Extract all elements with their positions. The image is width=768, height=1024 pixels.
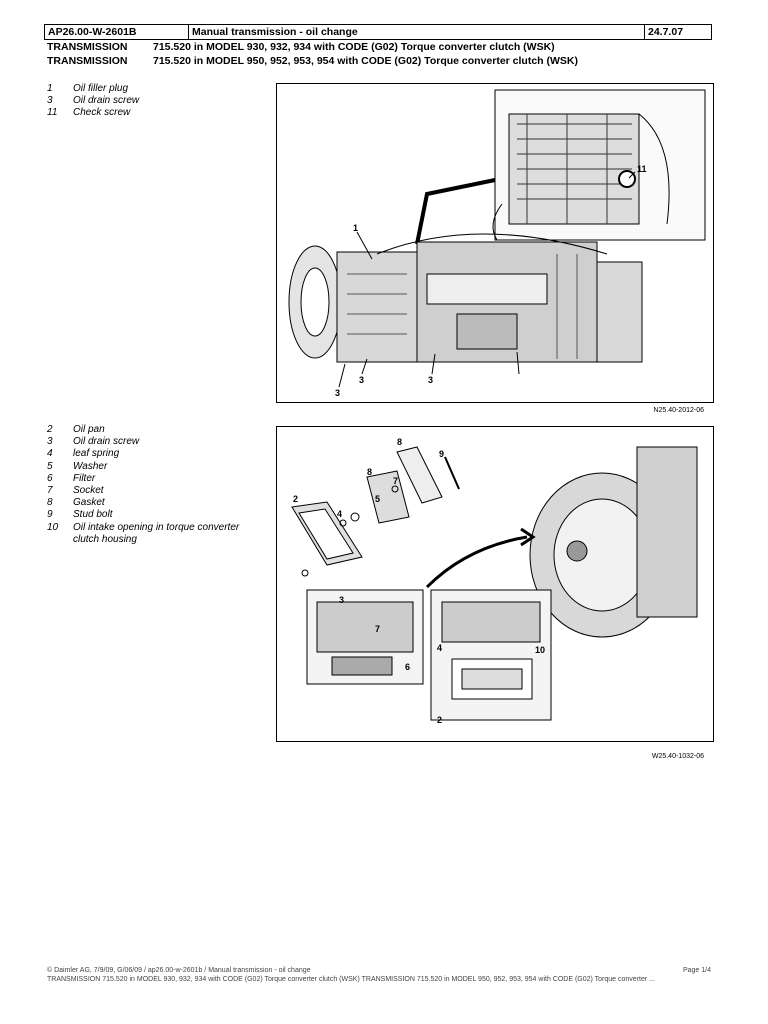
- footer-page-number: Page 1/4: [682, 967, 711, 974]
- doc-title: Manual transmission - oil change: [188, 24, 645, 40]
- figure2-callout: 6: [405, 662, 410, 672]
- transmission-line-2: TRANSMISSION 715.520 in MODEL 950, 952, 9…: [47, 55, 578, 67]
- figure2-callout: 2: [437, 715, 442, 725]
- figure2-callout: 4: [437, 643, 442, 653]
- figure1-callout: 11: [637, 164, 647, 174]
- figure2-code: W25.40-1032-06: [651, 753, 704, 760]
- footer-copyright: © Daimler AG, 7/9/09, G/06/09 / ap26.00-…: [47, 967, 311, 974]
- figure2-callout: 9: [439, 449, 444, 459]
- footer-description: TRANSMISSION 715.520 in MODEL 930, 932, …: [47, 976, 655, 983]
- transmission-label: TRANSMISSION: [47, 55, 128, 67]
- figure2-callout: 2: [293, 494, 298, 504]
- page-footer: © Daimler AG, 7/9/09, G/06/09 / ap26.00-…: [47, 966, 711, 984]
- oil-pan-illustration: 8 9 8 7 5 4 2 3 7 6 4 10 2: [291, 437, 698, 725]
- figure2-callout: 7: [393, 476, 398, 486]
- figure1-transmission-drawing: 1 3 3 3 11: [276, 83, 714, 403]
- figure2-callout: 5: [375, 494, 380, 504]
- figure2-oil-pan-drawing: 8 9 8 7 5 4 2 3 7 6 4 10 2: [276, 426, 714, 742]
- figure1-callout: 3: [428, 375, 433, 385]
- figure1-callout: 1: [353, 223, 358, 233]
- figure1-callout: 3: [335, 388, 340, 398]
- figure2-callout: 3: [339, 595, 344, 605]
- doc-id: AP26.00-W-2601B: [44, 24, 189, 40]
- transmission-illustration: 1 3 3 3 11: [288, 89, 706, 398]
- transmission-label: TRANSMISSION: [47, 41, 128, 53]
- figure2-callout: 4: [337, 509, 342, 519]
- figure1-code: N25.40-2012-06: [653, 407, 704, 414]
- header-table: AP26.00-W-2601B Manual transmission - oi…: [44, 24, 712, 40]
- transmission-text: 715.520 in MODEL 950, 952, 953, 954 with…: [153, 55, 578, 67]
- figure1-callout: 3: [359, 375, 364, 385]
- doc-date: 24.7.07: [644, 24, 712, 40]
- figure2-callout: 10: [535, 645, 545, 655]
- transmission-text: 715.520 in MODEL 930, 932, 934 with CODE…: [153, 41, 555, 53]
- transmission-line-1: TRANSMISSION 715.520 in MODEL 930, 932, 9…: [47, 41, 555, 53]
- figure2-callout: 8: [367, 467, 372, 477]
- figure2-callout: 8: [397, 437, 402, 447]
- figure2-callout: 7: [375, 624, 380, 634]
